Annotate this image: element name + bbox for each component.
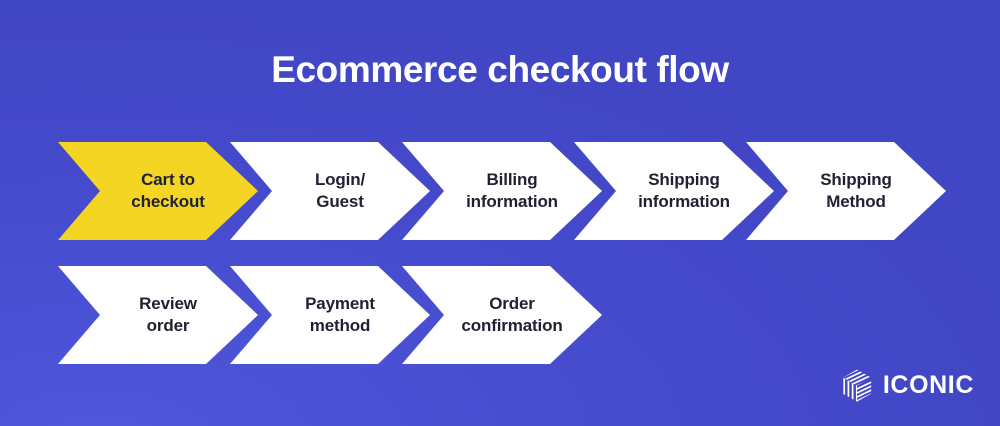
page-title: Ecommerce checkout flow <box>271 49 729 90</box>
flow-step-cart-to-checkout[interactable]: Cart to checkout <box>58 142 258 240</box>
flow-step-shipping-information[interactable]: Shipping information <box>574 142 774 240</box>
flow-step-login-guest[interactable]: Login/ Guest <box>230 142 430 240</box>
flow-step-label: Order confirmation <box>461 294 563 335</box>
flow-step-label: Review order <box>139 294 197 335</box>
flow-step-order-confirmation[interactable]: Order confirmation <box>402 266 602 364</box>
flow-step-shipping-method[interactable]: Shipping Method <box>746 142 946 240</box>
flow-step-label: Shipping Method <box>820 170 892 211</box>
flow-step-label: Login/ Guest <box>314 170 366 211</box>
flow-step-review-order[interactable]: Review order <box>58 266 258 364</box>
flow-step-label: Payment method <box>305 294 375 335</box>
iconic-cube-icon <box>842 369 872 402</box>
brand-name: ICONIC <box>882 371 974 399</box>
brand-logo: ICONIC <box>842 369 974 402</box>
flow-step-payment-method[interactable]: Payment method <box>230 266 430 364</box>
flow-step-billing-information[interactable]: Billing information <box>402 142 602 240</box>
flow-step-label: Billing information <box>466 170 558 211</box>
flow-step-label: Shipping information <box>638 170 730 211</box>
flow-step-label: Cart to checkout <box>131 170 205 211</box>
